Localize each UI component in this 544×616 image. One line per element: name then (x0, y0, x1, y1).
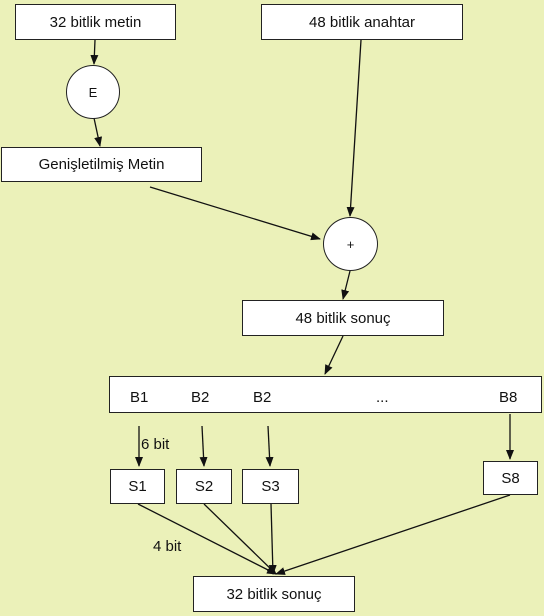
arrow-xor-to-result48 (341, 270, 351, 300)
arrow-s8-to-result32 (275, 494, 511, 575)
arrow-expanded-to-xor (149, 186, 321, 241)
arrow-b2-to-s2 (199, 425, 208, 467)
xor-node: + (323, 217, 378, 271)
arrow-result48-to-blocks (324, 335, 344, 375)
sbox-s3: S3 (242, 469, 299, 504)
sbox-s2: S2 (176, 469, 232, 504)
key-box: 48 bitlik anahtar (261, 4, 463, 40)
result-32-box: 32 bitlik sonuç (193, 576, 355, 612)
arrow-e-to-expanded (93, 117, 103, 147)
block-ellipsis-label: ... (376, 389, 389, 406)
arrow-s3-to-result32 (268, 503, 277, 575)
expansion-node: E (66, 65, 120, 119)
arrow-s1-to-result32 (137, 503, 277, 575)
sbox-s1: S1 (110, 469, 165, 504)
arrow-b2-to-s3 (265, 425, 274, 467)
expanded-text-box: Genişletilmiş Metin (1, 147, 202, 182)
result-48-box: 48 bitlik sonuç (242, 300, 444, 336)
arrow-key-to-xor (346, 39, 362, 217)
blocks-box (109, 376, 542, 413)
block-b2-label: B2 (191, 389, 210, 406)
sbox-s8: S8 (483, 461, 538, 495)
arrow-input-to-e (90, 39, 99, 65)
block-b1-label: B1 (130, 389, 149, 406)
six-bit-label: 6 bit (141, 436, 170, 453)
arrow-s2-to-result32 (203, 503, 277, 575)
block-b8-label: B8 (499, 389, 518, 406)
four-bit-label: 4 bit (153, 538, 182, 555)
block-b2-second-label: B2 (253, 389, 272, 406)
input-text-box: 32 bitlik metin (15, 4, 176, 40)
